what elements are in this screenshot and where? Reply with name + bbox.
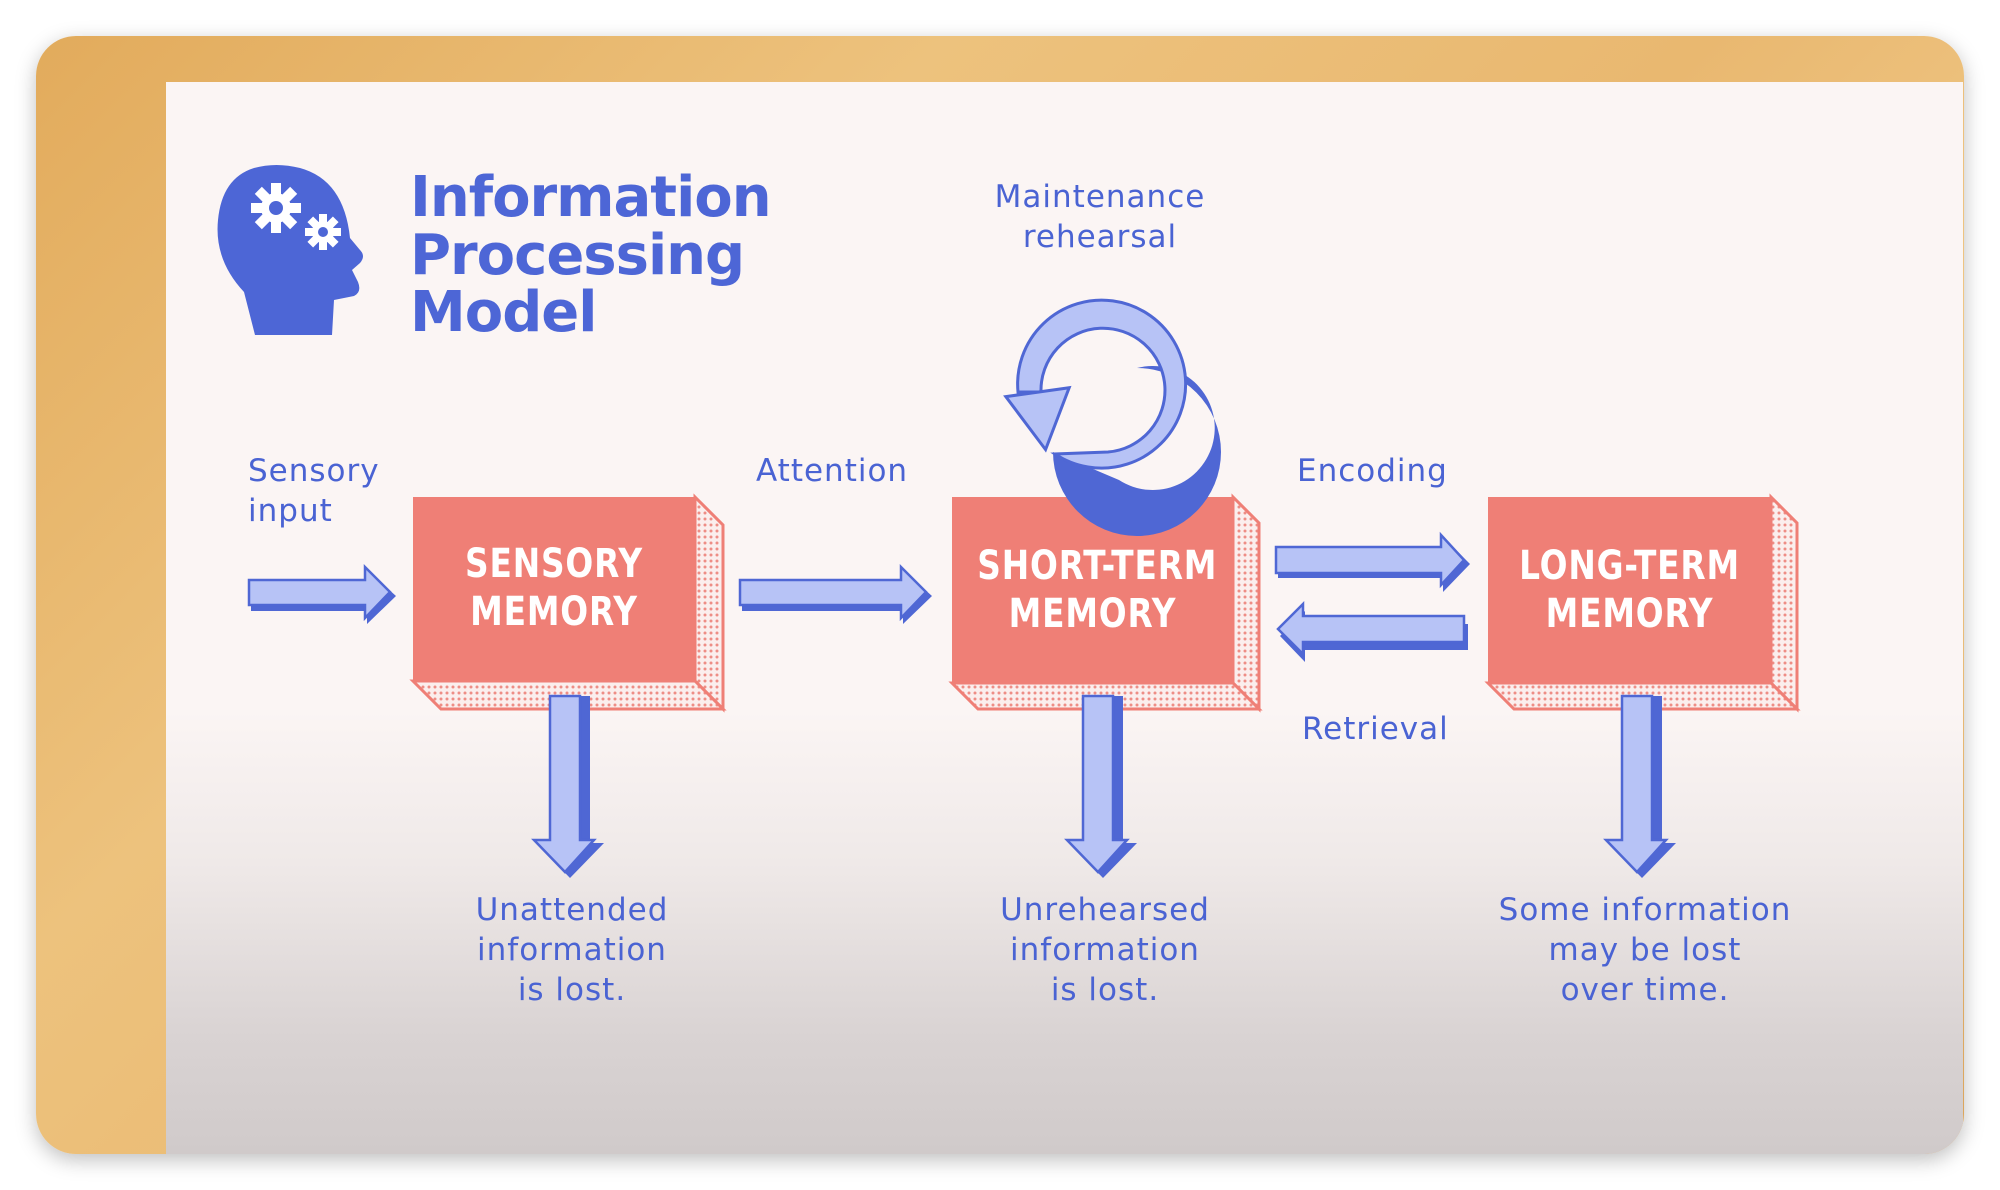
retrieval-arrow <box>1276 600 1468 662</box>
long-term-memory-line2: MEMORY <box>1545 591 1714 637</box>
short-term-loss-arrow <box>1064 694 1137 878</box>
short-term-memory-line1: SHORT-TERM <box>977 543 1218 589</box>
long-term-loss-note: Some information may be lost over time. <box>1480 890 1810 1010</box>
long-term-loss-line2: may be lost <box>1548 932 1742 968</box>
attention-arrow <box>738 563 932 624</box>
short-term-memory-box <box>948 493 1263 713</box>
long-term-memory-line1: LONG-TERM <box>1519 543 1740 589</box>
sensory-loss-line3: is lost. <box>517 972 627 1008</box>
maintenance-line1: Maintenance <box>994 179 1206 215</box>
short-term-loss-note: Unrehearsed information is lost. <box>970 890 1240 1010</box>
short-term-memory-line2: MEMORY <box>1008 591 1177 637</box>
sensory-loss-line2: information <box>477 932 667 968</box>
sensory-input-label: Sensory input <box>248 451 380 531</box>
short-term-loss-line1: Unrehearsed <box>1000 892 1210 928</box>
title-line-2: Processing <box>410 223 745 288</box>
title-line-3: Model <box>410 280 597 345</box>
long-term-loss-line1: Some information <box>1498 892 1792 928</box>
long-term-memory-box <box>1484 493 1801 713</box>
head-with-gears-icon <box>217 165 363 335</box>
maintenance-rehearsal-label: Maintenance rehearsal <box>980 177 1220 257</box>
short-term-loss-line3: is lost. <box>1050 972 1160 1008</box>
sensory-memory-line2: MEMORY <box>470 589 638 635</box>
sensory-input-line2: input <box>248 493 333 529</box>
long-term-memory-label: LONG-TERM MEMORY <box>1513 542 1745 638</box>
sensory-memory-box <box>409 493 727 713</box>
title-line-1: Information <box>410 165 772 230</box>
short-term-loss-line2: information <box>1010 932 1200 968</box>
sensory-memory-line1: SENSORY <box>465 541 643 587</box>
encoding-label: Encoding <box>1297 453 1448 489</box>
encoding-arrow <box>1274 531 1470 592</box>
attention-label: Attention <box>756 453 909 489</box>
long-term-loss-arrow <box>1603 694 1676 878</box>
sensory-loss-line1: Unattended <box>475 892 669 928</box>
maintenance-line2: rehearsal <box>1022 219 1178 255</box>
sensory-memory-label: SENSORY MEMORY <box>438 540 669 636</box>
sensory-input-line1: Sensory <box>248 453 380 489</box>
sensory-loss-arrow <box>531 694 604 878</box>
short-term-memory-label: SHORT-TERM MEMORY <box>977 542 1218 638</box>
sensory-input-arrow <box>247 563 396 624</box>
sensory-loss-note: Unattended information is lost. <box>437 890 707 1010</box>
long-term-loss-line3: over time. <box>1560 972 1730 1008</box>
circular-arrow-icon <box>1003 298 1221 536</box>
retrieval-label: Retrieval <box>1302 711 1449 747</box>
